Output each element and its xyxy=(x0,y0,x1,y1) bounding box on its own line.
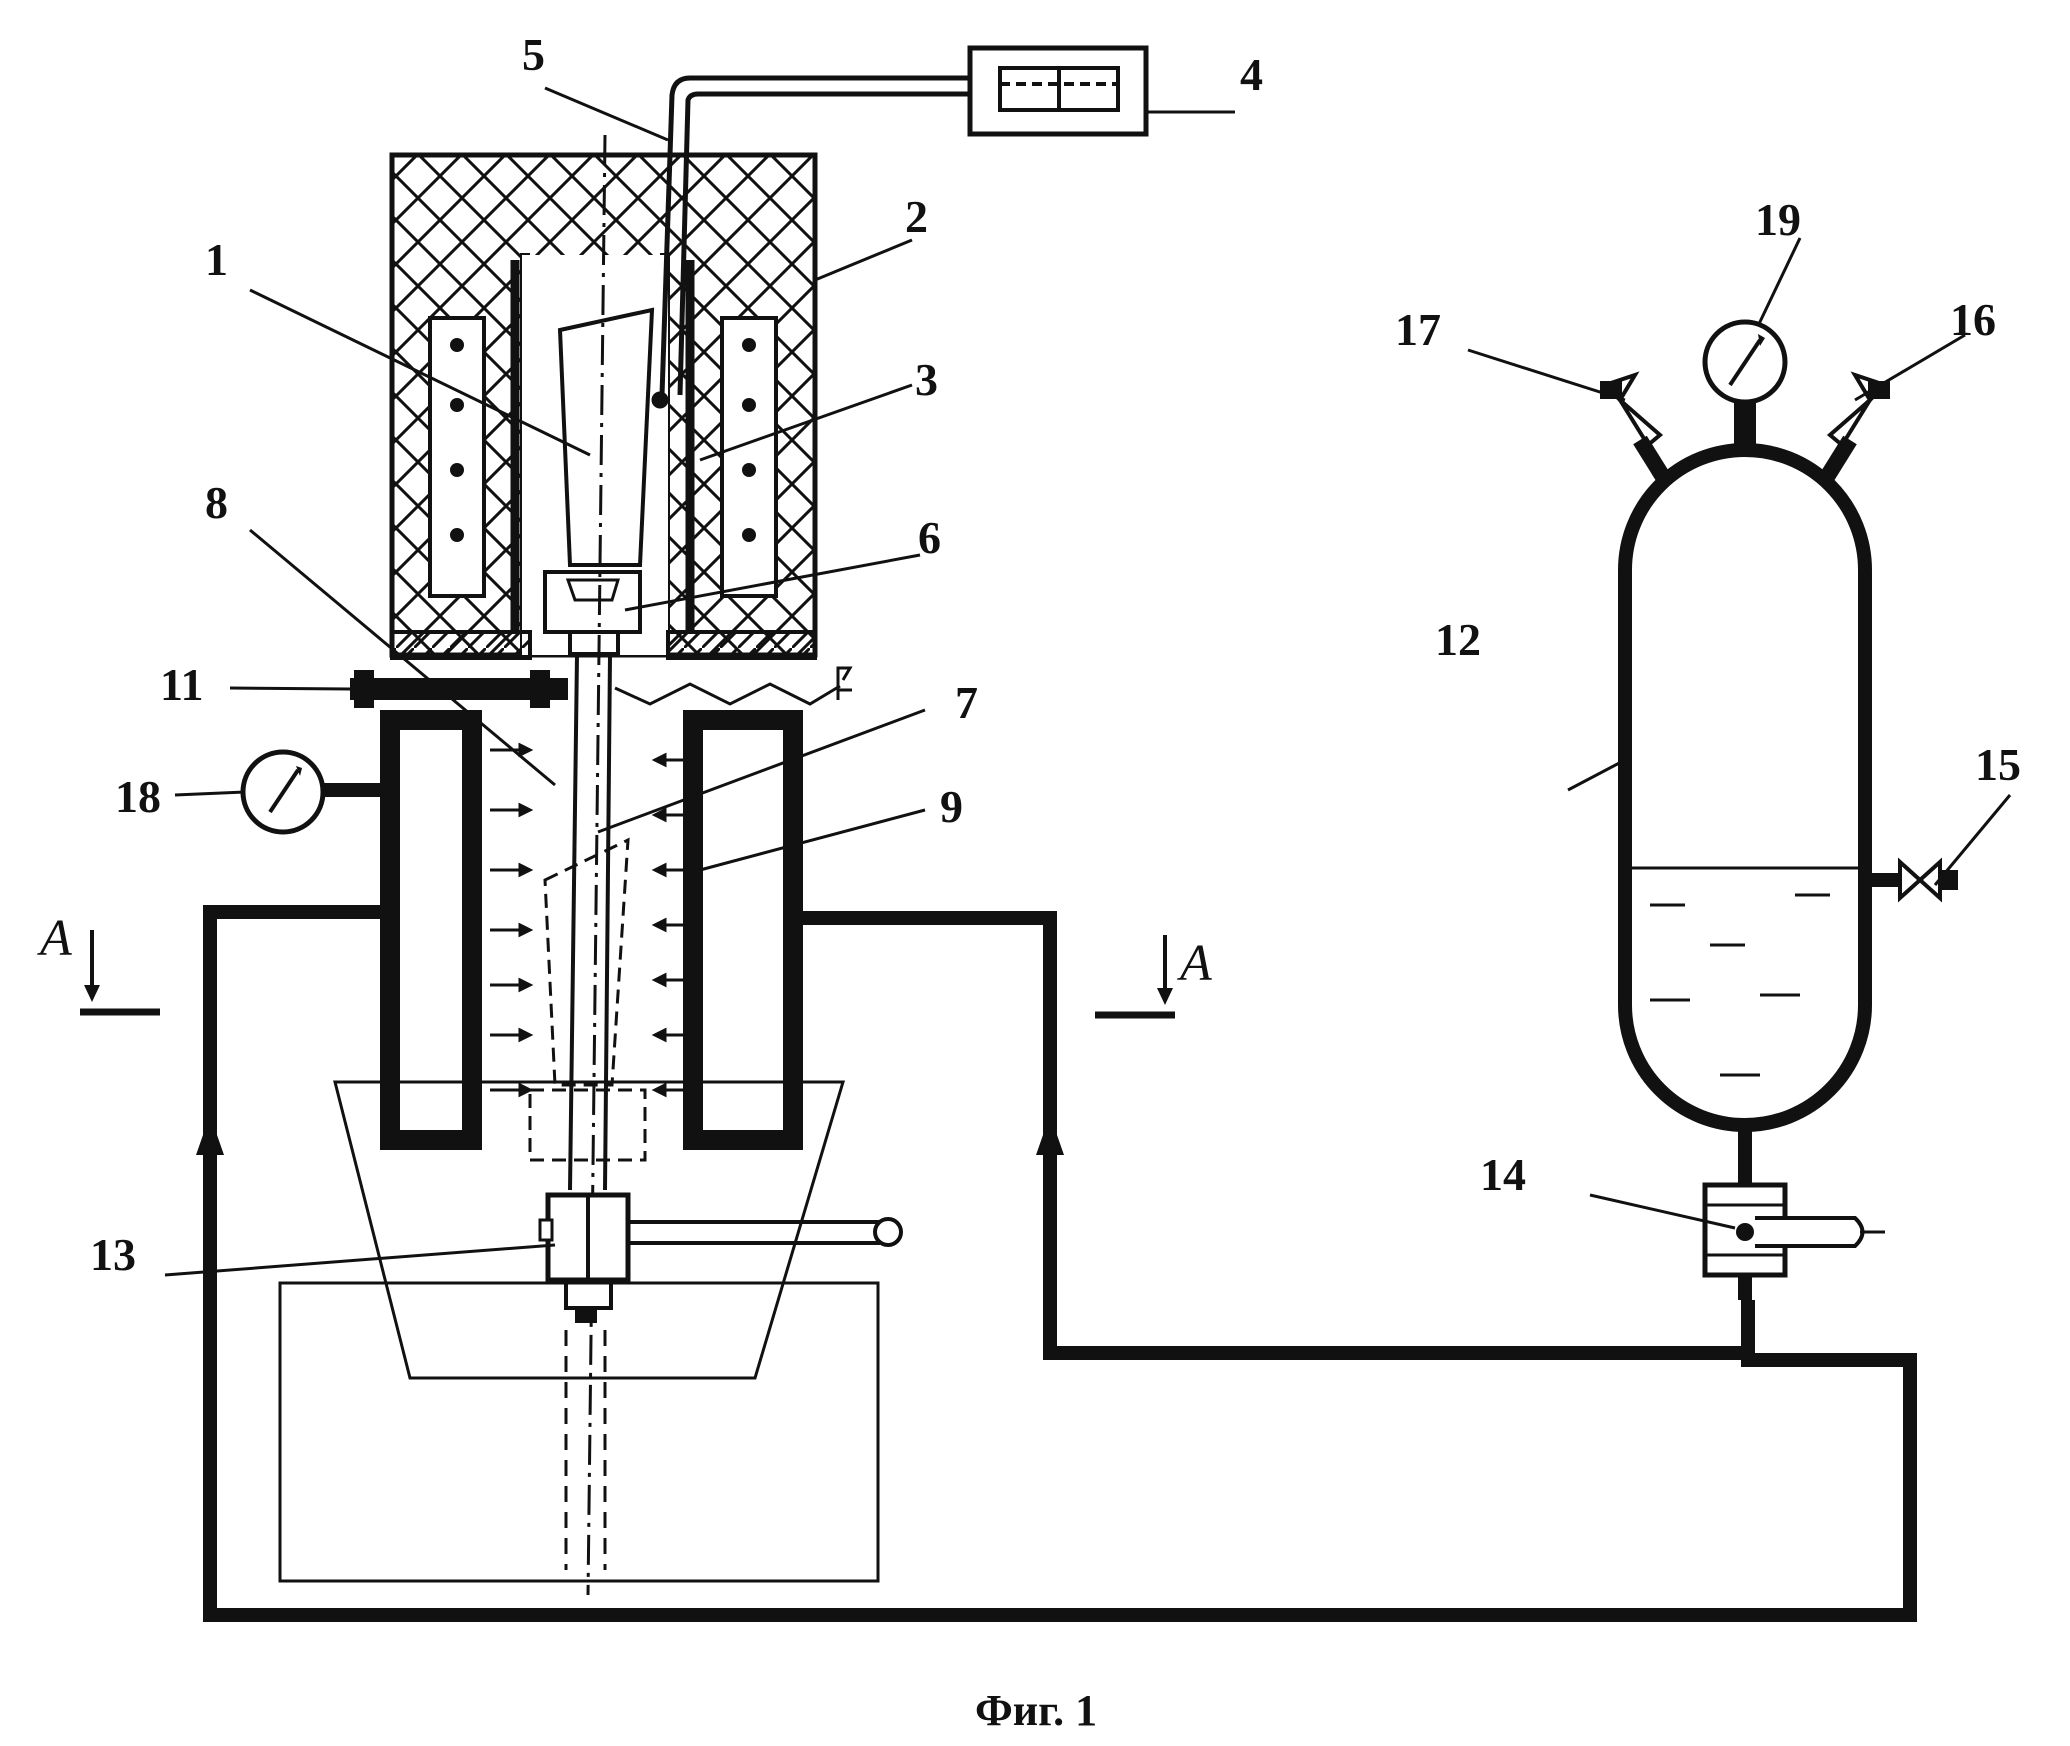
label-16: 16 xyxy=(1950,294,1996,345)
section-mark-left: A xyxy=(37,910,160,1012)
label-11: 11 xyxy=(160,659,203,710)
spray-ring-left xyxy=(390,720,472,1140)
label-3: 3 xyxy=(915,354,938,405)
label-2: 2 xyxy=(905,191,928,242)
label-8: 8 xyxy=(205,477,228,528)
label-13: 13 xyxy=(90,1229,136,1280)
figure-caption: Фиг. 1 xyxy=(975,1686,1097,1735)
seal-13 xyxy=(540,1195,901,1323)
vessel-12 xyxy=(1625,400,1865,1185)
furnace-2 xyxy=(392,155,815,658)
label-5: 5 xyxy=(522,29,545,80)
shaft-7 xyxy=(570,655,610,1190)
gauge-19 xyxy=(1705,322,1785,402)
valve-15 xyxy=(1865,862,1958,898)
gauge-18 xyxy=(243,752,392,832)
valve-17 xyxy=(1602,375,1660,445)
section-mark-right: A xyxy=(1095,935,1212,1015)
valve-14 xyxy=(1705,1185,1885,1300)
heater-left xyxy=(430,318,484,596)
spray-ring-right-9 xyxy=(693,720,793,1140)
label-14: 14 xyxy=(1480,1149,1526,1200)
label-17: 17 xyxy=(1395,304,1441,355)
label-6: 6 xyxy=(918,512,941,563)
label-18: 18 xyxy=(115,771,161,822)
label-9: 9 xyxy=(940,781,963,832)
flow-arrow-right xyxy=(1036,1115,1064,1155)
lid-11 xyxy=(350,670,568,708)
label-7: 7 xyxy=(955,677,978,728)
label-4: 4 xyxy=(1240,49,1263,100)
label-19: 19 xyxy=(1755,194,1801,245)
label-12: 12 xyxy=(1435,614,1481,665)
spray-jets xyxy=(490,745,685,1095)
section-letter-right: A xyxy=(1177,935,1212,992)
section-letter-left: A xyxy=(37,910,72,967)
billet-lowered xyxy=(530,840,645,1160)
heater-right xyxy=(722,318,776,596)
billet-1 xyxy=(560,310,652,565)
temperature-meter-4 xyxy=(970,48,1146,134)
tank xyxy=(280,1283,878,1581)
flow-arrow-left xyxy=(196,1115,224,1155)
label-1: 1 xyxy=(205,234,228,285)
label-15: 15 xyxy=(1975,739,2021,790)
